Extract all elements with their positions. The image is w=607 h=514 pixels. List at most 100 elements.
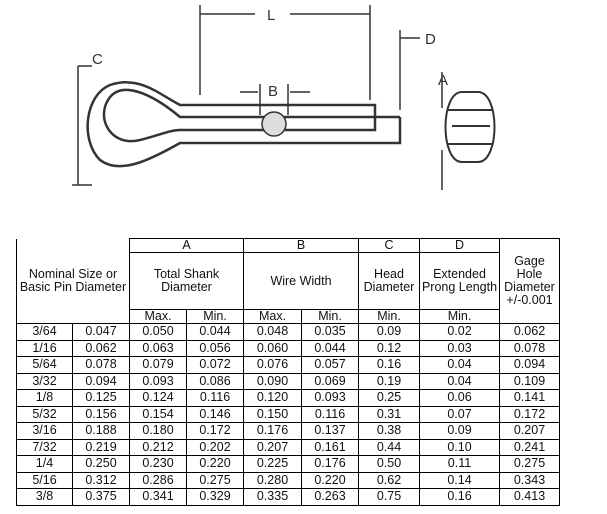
sub-max: Max. <box>129 309 187 324</box>
table-cell: 5/16 <box>16 471 73 489</box>
table-cell: 0.16 <box>419 488 500 506</box>
table-cell: 0.75 <box>358 488 420 506</box>
table-cell: 0.120 <box>243 389 302 407</box>
table-cell: 0.141 <box>499 389 560 407</box>
table-cell: 5/64 <box>16 356 73 374</box>
cotter-pin-diagram: L D C B A <box>72 5 496 190</box>
table-cell: 0.150 <box>243 405 302 423</box>
dim-L <box>199 5 371 100</box>
table-cell: 0.172 <box>499 405 560 423</box>
table-cell: 0.62 <box>358 471 420 489</box>
group-D: D <box>419 238 500 253</box>
table-cell: 0.335 <box>243 488 302 506</box>
table-cell: 0.093 <box>129 372 187 390</box>
table-cell: 0.060 <box>243 339 302 357</box>
table-cell: 0.38 <box>358 422 420 440</box>
table-cell: 0.12 <box>358 339 420 357</box>
table-cell: 0.230 <box>129 455 187 473</box>
table-cell: 0.220 <box>186 455 244 473</box>
table-cell: 0.156 <box>72 405 130 423</box>
header-gage: Gage Hole Diameter +/-0.001 <box>499 238 560 324</box>
table-cell: 0.275 <box>186 471 244 489</box>
table-cell: 0.125 <box>72 389 130 407</box>
table-cell: 0.076 <box>243 356 302 374</box>
label-A: A <box>438 72 448 89</box>
table-cell: 0.072 <box>186 356 244 374</box>
header-nominal: Nominal Size or Basic Pin Diameter <box>16 238 130 324</box>
end-view <box>444 91 496 163</box>
table-cell: 0.375 <box>72 488 130 506</box>
table-cell: 0.25 <box>358 389 420 407</box>
table-cell: 0.212 <box>129 438 187 456</box>
table-cell: 0.207 <box>499 422 560 440</box>
table-cell: 3/16 <box>16 422 73 440</box>
table-cell: 0.04 <box>419 372 500 390</box>
table-cell: 0.063 <box>129 339 187 357</box>
table-cell: 0.241 <box>499 438 560 456</box>
dim-D <box>399 30 420 110</box>
label-D: D <box>425 31 436 48</box>
table-cell: 0.090 <box>243 372 302 390</box>
table-cell: 0.035 <box>301 323 359 341</box>
table-cell: 0.225 <box>243 455 302 473</box>
table-cell: 0.044 <box>301 339 359 357</box>
table-cell: 0.093 <box>301 389 359 407</box>
header-prong: Extended Prong Length <box>419 252 500 310</box>
table-cell: 0.343 <box>499 471 560 489</box>
table-cell: 1/8 <box>16 389 73 407</box>
table-cell: 0.069 <box>301 372 359 390</box>
table-cell: 0.154 <box>129 405 187 423</box>
table-cell: 0.094 <box>499 356 560 374</box>
label-C: C <box>92 51 103 68</box>
sub-min: Min. <box>419 309 500 324</box>
label-B: B <box>268 83 278 100</box>
table-cell: 0.056 <box>186 339 244 357</box>
table-cell: 0.263 <box>301 488 359 506</box>
table-cell: 0.329 <box>186 488 244 506</box>
table-cell: 0.44 <box>358 438 420 456</box>
table-cell: 0.176 <box>243 422 302 440</box>
group-B: B <box>243 238 359 253</box>
table-cell: 0.188 <box>72 422 130 440</box>
group-C: C <box>358 238 420 253</box>
sub-min: Min. <box>358 309 420 324</box>
header-wire: Wire Width <box>243 252 359 310</box>
table-cell: 0.219 <box>72 438 130 456</box>
table-cell: 0.172 <box>186 422 244 440</box>
table-cell: 0.02 <box>419 323 500 341</box>
table-cell: 0.07 <box>419 405 500 423</box>
header-shank: Total Shank Diameter <box>129 252 244 310</box>
table-cell: 5/32 <box>16 405 73 423</box>
table-cell: 3/8 <box>16 488 73 506</box>
table-cell: 0.03 <box>419 339 500 357</box>
label-L: L <box>267 7 275 24</box>
table-cell: 0.312 <box>72 471 130 489</box>
table-cell: 1/16 <box>16 339 73 357</box>
table-cell: 0.16 <box>358 356 420 374</box>
table-cell: 1/4 <box>16 455 73 473</box>
table-cell: 0.116 <box>301 405 359 423</box>
table-cell: 0.116 <box>186 389 244 407</box>
table-cell: 0.11 <box>419 455 500 473</box>
table-cell: 0.078 <box>72 356 130 374</box>
pin-outline <box>86 81 402 168</box>
group-A: A <box>129 238 244 253</box>
table-cell: 0.044 <box>186 323 244 341</box>
table-cell: 0.057 <box>301 356 359 374</box>
table-cell: 0.10 <box>419 438 500 456</box>
table-cell: 0.078 <box>499 339 560 357</box>
table-cell: 0.180 <box>129 422 187 440</box>
table-cell: 0.062 <box>499 323 560 341</box>
table-cell: 0.161 <box>301 438 359 456</box>
table-cell: 0.050 <box>129 323 187 341</box>
table-cell: 0.207 <box>243 438 302 456</box>
